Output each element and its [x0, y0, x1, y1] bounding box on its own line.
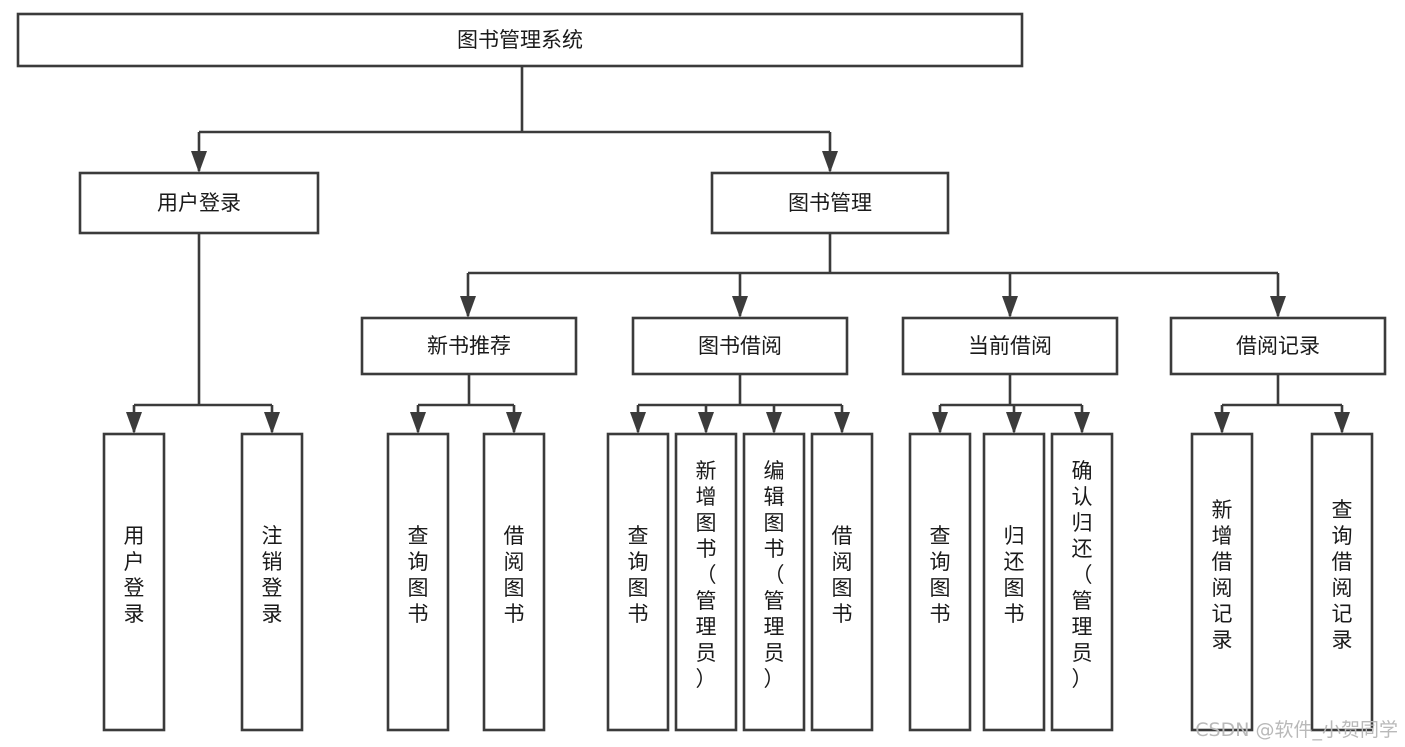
level2-label: 当前借阅 — [968, 334, 1052, 358]
group-2-leaf-arrow — [1006, 412, 1022, 434]
leaf-label: 编辑图书（管理员） — [764, 459, 785, 691]
node-level1-1[interactable]: 图书管理 — [710, 171, 950, 235]
leaf-label: 查询借阅记录 — [1332, 498, 1353, 652]
leaf-box[interactable] — [606, 432, 670, 732]
leaf-label: 用户登录 — [124, 524, 145, 626]
level2-label: 新书推荐 — [427, 334, 511, 358]
leaf-label: 查询图书 — [628, 524, 649, 626]
group-3-leaf-arrow — [1214, 412, 1230, 434]
level2-box[interactable] — [360, 316, 578, 376]
node-leaf-11[interactable]: 新增借阅记录 — [1190, 432, 1254, 732]
leaf-label: 查询图书 — [930, 524, 951, 626]
level2-box[interactable] — [901, 316, 1119, 376]
leaf-label: 查询图书 — [408, 524, 429, 626]
group-2-leaf-arrow — [932, 412, 948, 434]
level2-label: 借阅记录 — [1236, 334, 1320, 358]
leaf-label: 确认归还（管理员） — [1072, 459, 1093, 691]
group-2-leaf-arrow — [1074, 412, 1090, 434]
node-leaf-8[interactable]: 查询图书 — [908, 432, 972, 732]
node-leaf-2[interactable]: 查询图书 — [386, 432, 450, 732]
leaf-label: 注销登录 — [262, 524, 283, 626]
node-leaf-7[interactable]: 借阅图书 — [810, 432, 874, 732]
node-leaf-12[interactable]: 查询借阅记录 — [1310, 432, 1374, 732]
group-1-leaf-arrow — [766, 412, 782, 434]
leaf-box[interactable] — [102, 432, 166, 732]
group-0-leaf-arrow — [410, 412, 426, 434]
root-box[interactable] — [16, 12, 1024, 68]
leaf-label: 借阅图书 — [504, 524, 525, 626]
level1-box[interactable] — [78, 171, 320, 235]
node-level2-1[interactable]: 图书借阅 — [631, 316, 849, 376]
leaf-label: 归还图书 — [1004, 524, 1025, 626]
node-leaf-10[interactable]: 确认归还（管理员） — [1050, 432, 1114, 732]
level1-label: 用户登录 — [157, 191, 241, 215]
leaf-box[interactable] — [1310, 432, 1374, 732]
group-1-leaf-arrow — [698, 412, 714, 434]
node-layer: 图书管理系统用户登录图书管理新书推荐图书借阅当前借阅借阅记录用户登录注销登录查询… — [16, 12, 1387, 732]
node-level2-2[interactable]: 当前借阅 — [901, 316, 1119, 376]
level1-1-arrow — [822, 151, 838, 173]
leaf-box[interactable] — [386, 432, 450, 732]
level2-box[interactable] — [631, 316, 849, 376]
node-leaf-6[interactable]: 编辑图书（管理员） — [742, 432, 806, 732]
node-leaf-3[interactable]: 借阅图书 — [482, 432, 546, 732]
group-3-leaf-arrow — [1334, 412, 1350, 434]
watermark-text: CSDN @软件_小贺同学 — [1195, 719, 1398, 741]
leaf-label: 借阅图书 — [832, 524, 853, 626]
node-leaf-1[interactable]: 注销登录 — [240, 432, 304, 732]
leaf-box[interactable] — [908, 432, 972, 732]
login-leaf-0-arrow — [126, 412, 142, 434]
node-leaf-4[interactable]: 查询图书 — [606, 432, 670, 732]
leaf-box[interactable] — [674, 432, 738, 732]
leaf-box[interactable] — [1050, 432, 1114, 732]
node-level2-3[interactable]: 借阅记录 — [1169, 316, 1387, 376]
level2-box[interactable] — [1169, 316, 1387, 376]
level2-3-arrow — [1270, 296, 1286, 318]
node-leaf-5[interactable]: 新增图书（管理员） — [674, 432, 738, 732]
group-1-leaf-arrow — [630, 412, 646, 434]
group-1-leaf-arrow — [834, 412, 850, 434]
leaf-box[interactable] — [482, 432, 546, 732]
level1-box[interactable] — [710, 171, 950, 235]
level1-label: 图书管理 — [788, 191, 872, 215]
login-leaf-1-arrow — [264, 412, 280, 434]
level2-0-arrow — [460, 296, 476, 318]
level1-0-arrow — [191, 151, 207, 173]
node-level2-0[interactable]: 新书推荐 — [360, 316, 578, 376]
level2-2-arrow — [1002, 296, 1018, 318]
leaf-label: 新增借阅记录 — [1212, 498, 1233, 652]
level2-1-arrow — [732, 296, 748, 318]
leaf-box[interactable] — [982, 432, 1046, 732]
leaf-box[interactable] — [810, 432, 874, 732]
leaf-box[interactable] — [240, 432, 304, 732]
group-0-leaf-arrow — [506, 412, 522, 434]
connector-layer — [126, 66, 1350, 434]
root-label: 图书管理系统 — [457, 28, 583, 52]
node-root-0[interactable]: 图书管理系统 — [16, 12, 1024, 68]
node-leaf-0[interactable]: 用户登录 — [102, 432, 166, 732]
leaf-label: 新增图书（管理员） — [696, 459, 717, 691]
node-leaf-9[interactable]: 归还图书 — [982, 432, 1046, 732]
leaf-box[interactable] — [1190, 432, 1254, 732]
leaf-box[interactable] — [742, 432, 806, 732]
node-level1-0[interactable]: 用户登录 — [78, 171, 320, 235]
level2-label: 图书借阅 — [698, 334, 782, 358]
